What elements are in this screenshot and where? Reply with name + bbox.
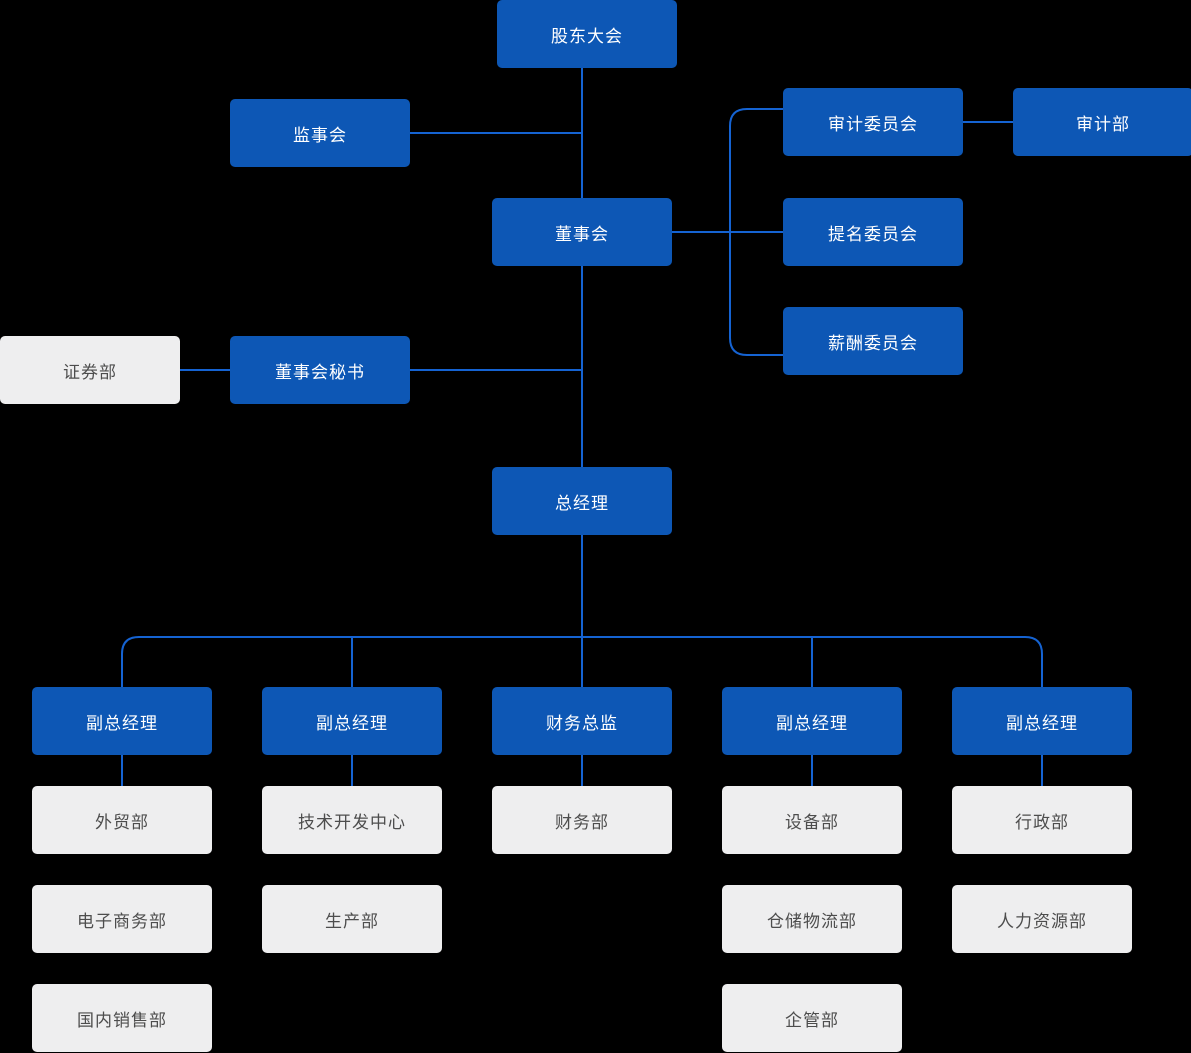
node-securities-department: 证券部 bbox=[0, 336, 180, 404]
node-general-manager: 总经理 bbox=[492, 467, 672, 535]
connector-branch-bar bbox=[121, 636, 1043, 687]
node-deputy-gm-4: 副总经理 bbox=[952, 687, 1132, 755]
node-deputy-gm-1: 副总经理 bbox=[32, 687, 212, 755]
node-board-of-directors: 董事会 bbox=[492, 198, 672, 266]
node-supervisory-board: 监事会 bbox=[230, 99, 410, 167]
node-admin-dept: 行政部 bbox=[952, 786, 1132, 854]
node-domestic-sales-dept: 国内销售部 bbox=[32, 984, 212, 1052]
node-hr-dept: 人力资源部 bbox=[952, 885, 1132, 953]
node-enterprise-mgmt-dept: 企管部 bbox=[722, 984, 902, 1052]
node-production-dept: 生产部 bbox=[262, 885, 442, 953]
node-ecommerce-dept: 电子商务部 bbox=[32, 885, 212, 953]
node-warehouse-logistics-dept: 仓储物流部 bbox=[722, 885, 902, 953]
node-finance-dept: 财务部 bbox=[492, 786, 672, 854]
node-foreign-trade-dept: 外贸部 bbox=[32, 786, 212, 854]
node-shareholders-meeting: 股东大会 bbox=[497, 0, 677, 68]
node-deputy-gm-2: 副总经理 bbox=[262, 687, 442, 755]
node-compensation-committee: 薪酬委员会 bbox=[783, 307, 963, 375]
node-deputy-gm-3: 副总经理 bbox=[722, 687, 902, 755]
node-board-secretary: 董事会秘书 bbox=[230, 336, 410, 404]
connector-committee-bracket bbox=[729, 108, 783, 356]
node-nomination-committee: 提名委员会 bbox=[783, 198, 963, 266]
node-audit-department: 审计部 bbox=[1013, 88, 1191, 156]
node-equipment-dept: 设备部 bbox=[722, 786, 902, 854]
node-audit-committee: 审计委员会 bbox=[783, 88, 963, 156]
node-tech-rd-center: 技术开发中心 bbox=[262, 786, 442, 854]
node-cfo: 财务总监 bbox=[492, 687, 672, 755]
